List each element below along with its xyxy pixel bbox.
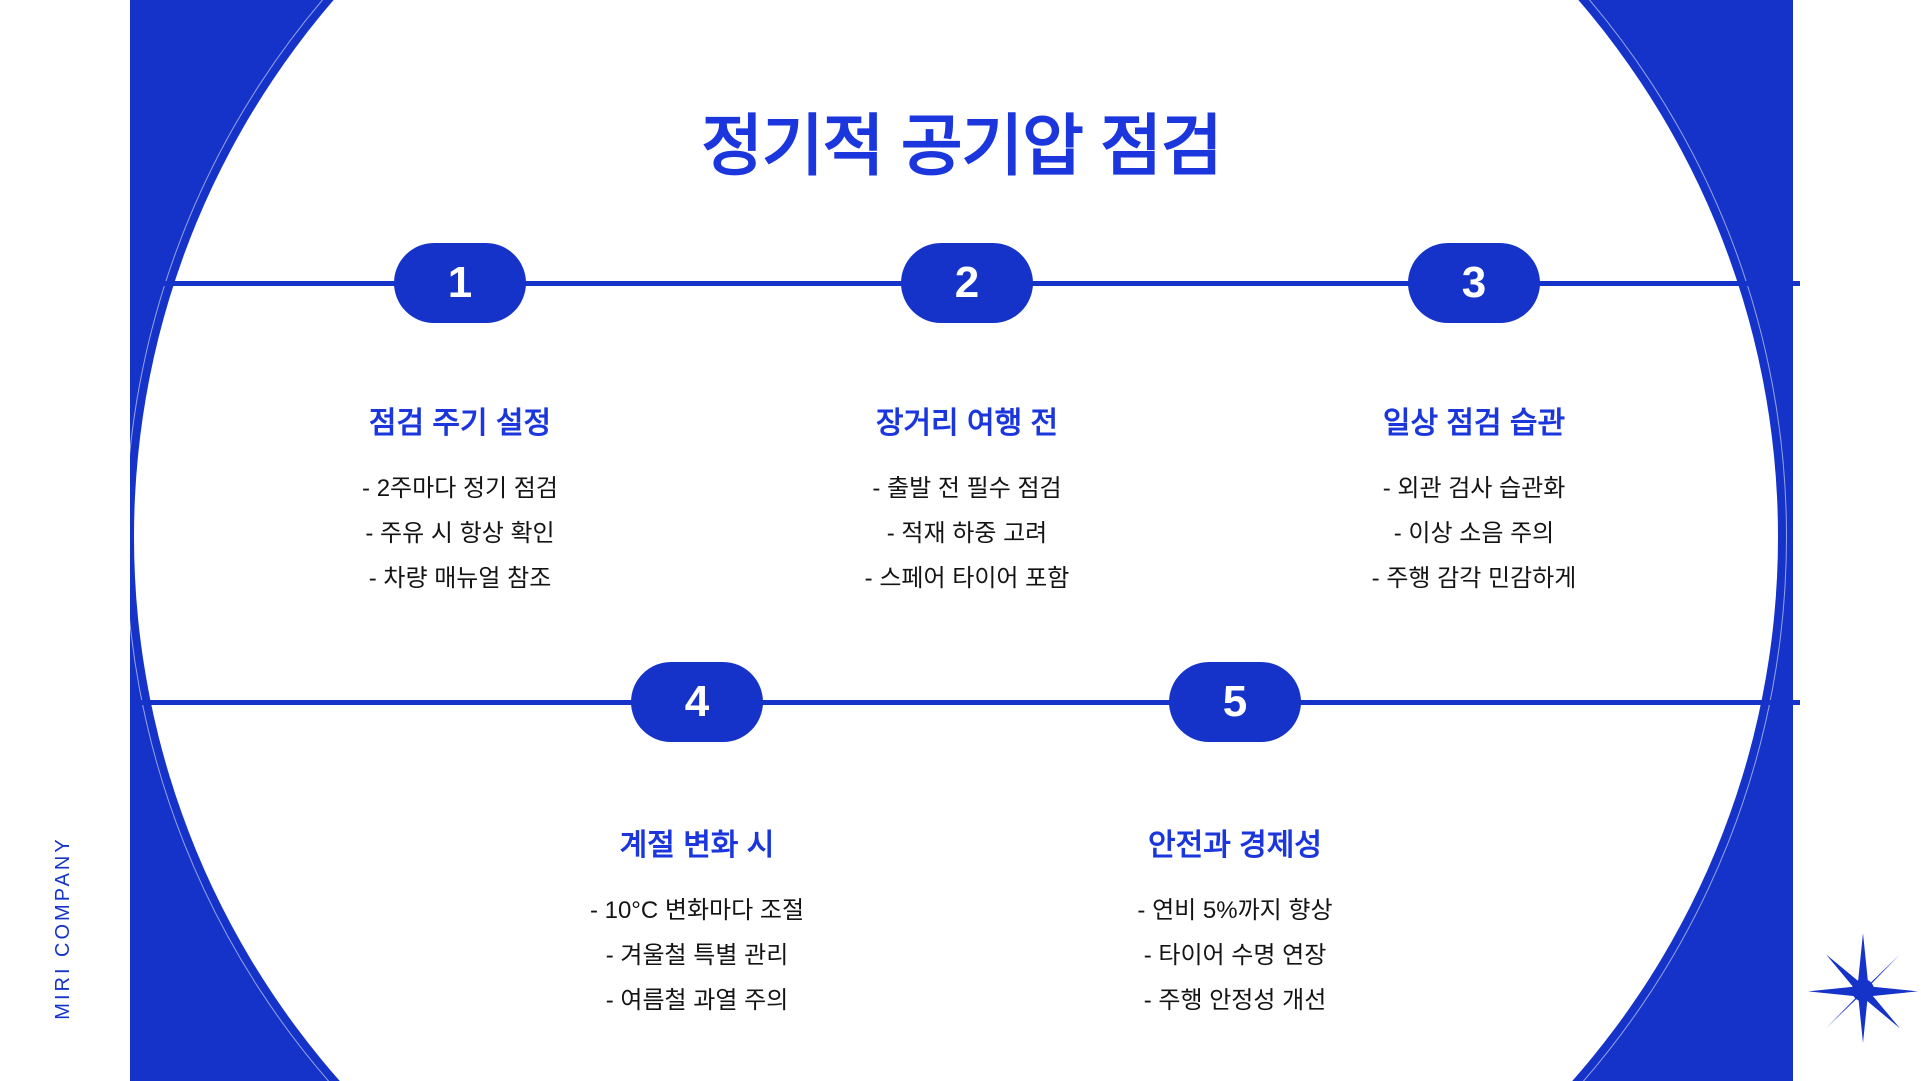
step-heading: 장거리 여행 전	[875, 407, 1059, 440]
bullet-item: - 스페어 타이어 포함	[864, 565, 1070, 592]
step-bullet-list: - 출발 전 필수 점검 - 적재 하중 고려 - 스페어 타이어 포함	[747, 466, 1187, 601]
step-number-badge-2: 2	[901, 243, 1033, 323]
bullet-item: - 2주마다 정기 점검	[362, 475, 558, 502]
step-heading: 안전과 경제성	[1148, 829, 1322, 862]
step-column-4: 계절 변화 시 - 10°C 변화마다 조절 - 겨울철 특별 관리 - 여름철…	[477, 820, 917, 1023]
step-column-3: 일상 점검 습관 - 외관 검사 습관화 - 이상 소음 주의 - 주행 감각 …	[1254, 398, 1694, 601]
step-bullet-list: - 2주마다 정기 점검 - 주유 시 항상 확인 - 차량 매뉴얼 참조	[240, 466, 680, 601]
bullet-item: - 이상 소음 주의	[1393, 520, 1555, 547]
blue-card-background	[130, 0, 1793, 1081]
page-title: 정기적 공기압 점검	[701, 109, 1222, 184]
timeline-line-row2	[130, 700, 1800, 705]
step-column-2: 장거리 여행 전 - 출발 전 필수 점검 - 적재 하중 고려 - 스페어 타…	[747, 398, 1187, 601]
bullet-item: - 주유 시 항상 확인	[365, 520, 555, 547]
bullet-item: - 연비 5%까지 향상	[1137, 897, 1333, 924]
bullet-item: - 외관 검사 습관화	[1382, 475, 1566, 502]
step-heading: 일상 점검 습관	[1382, 407, 1566, 440]
step-number-badge-4: 4	[631, 662, 763, 742]
brand-vertical-label: MIRI COMPANY	[52, 836, 74, 1020]
step-bullet-list: - 10°C 변화마다 조절 - 겨울철 특별 관리 - 여름철 과열 주의	[477, 888, 917, 1023]
step-heading: 점검 주기 설정	[368, 407, 552, 440]
step-number-badge-3: 3	[1408, 243, 1540, 323]
bullet-item: - 적재 하중 고려	[886, 520, 1048, 547]
sparkle-icon	[1808, 933, 1918, 1043]
step-column-5: 안전과 경제성 - 연비 5%까지 향상 - 타이어 수명 연장 - 주행 안정…	[1015, 820, 1455, 1023]
bullet-item: - 주행 감각 민감하게	[1371, 565, 1577, 592]
step-bullet-list: - 연비 5%까지 향상 - 타이어 수명 연장 - 주행 안정성 개선	[1015, 888, 1455, 1023]
step-heading: 계절 변화 시	[619, 829, 775, 862]
step-bullet-list: - 외관 검사 습관화 - 이상 소음 주의 - 주행 감각 민감하게	[1254, 466, 1694, 601]
step-number-badge-5: 5	[1169, 662, 1301, 742]
bullet-item: - 10°C 변화마다 조절	[589, 897, 805, 924]
bullet-item: - 주행 안정성 개선	[1143, 987, 1327, 1014]
bullet-item: - 겨울철 특별 관리	[605, 942, 789, 969]
step-column-1: 점검 주기 설정 - 2주마다 정기 점검 - 주유 시 항상 확인 - 차량 …	[240, 398, 680, 601]
circle-outline-decoration	[130, 0, 1787, 1081]
bullet-item: - 타이어 수명 연장	[1143, 942, 1327, 969]
bullet-item: - 출발 전 필수 점검	[872, 475, 1062, 502]
bullet-item: - 차량 매뉴얼 참조	[368, 565, 552, 592]
bullet-item: - 여름철 과열 주의	[605, 987, 789, 1014]
step-number-badge-1: 1	[394, 243, 526, 323]
